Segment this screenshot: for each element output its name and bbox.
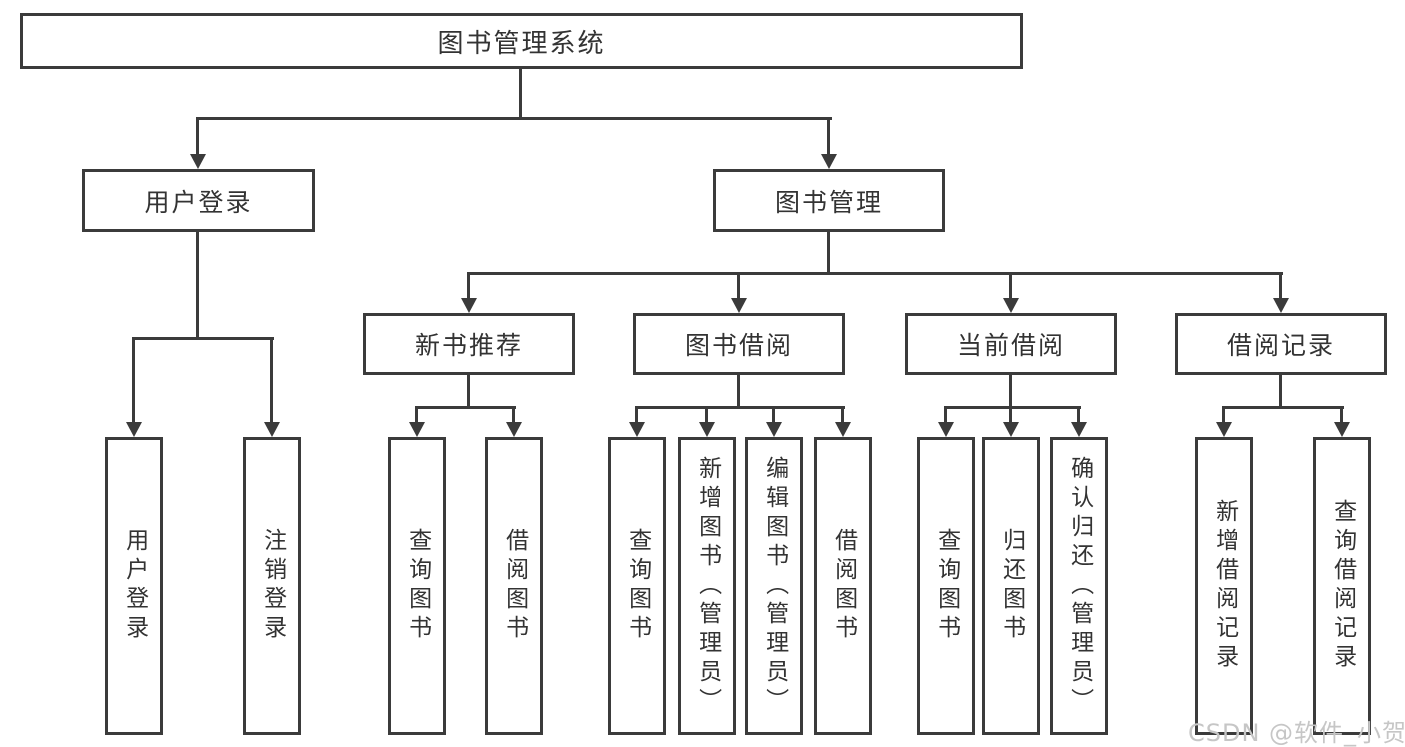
arrowhead-down-icon — [821, 154, 837, 169]
connector-line — [1009, 406, 1012, 424]
leaf-return-book: 归还图书 — [982, 437, 1040, 735]
connector-line — [467, 375, 470, 409]
arrowhead-down-icon — [506, 422, 522, 437]
arrowhead-down-icon — [190, 154, 206, 169]
connector-line — [944, 406, 947, 424]
arrowhead-down-icon — [1003, 298, 1019, 313]
connector-line — [705, 406, 708, 424]
node-user-login: 用户登录 — [82, 169, 315, 232]
connector-line — [132, 337, 135, 423]
arrowhead-down-icon — [938, 422, 954, 437]
arrowhead-down-icon — [1071, 422, 1087, 437]
leaf-edit-book-admin: 编辑图书（管理员） — [745, 437, 803, 735]
arrowhead-down-icon — [126, 422, 142, 437]
connector-line — [1279, 272, 1282, 300]
leaf-query-book-current: 查询图书 — [917, 437, 975, 735]
connector-line — [1009, 375, 1012, 409]
connector-line — [1077, 406, 1080, 424]
node-new-book-recommend: 新书推荐 — [363, 313, 575, 375]
connector-line — [1222, 406, 1344, 409]
node-root: 图书管理系统 — [20, 13, 1023, 69]
node-current-borrow: 当前借阅 — [905, 313, 1117, 375]
connector-line — [635, 406, 845, 409]
connector-line — [1009, 272, 1012, 300]
arrowhead-down-icon — [1003, 422, 1019, 437]
connector-line — [1222, 406, 1225, 424]
connector-line — [270, 337, 273, 423]
connector-line — [415, 406, 418, 424]
connector-line — [737, 375, 740, 409]
csdn-watermark: CSDN @软件_小贺同学 — [1188, 719, 1405, 747]
arrowhead-down-icon — [731, 298, 747, 313]
leaf-add-book-admin: 新增图书（管理员） — [678, 437, 736, 735]
connector-line — [635, 406, 638, 424]
connector-line — [467, 272, 1283, 275]
leaf-borrow-book: 借阅图书 — [814, 437, 872, 735]
arrowhead-down-icon — [766, 422, 782, 437]
connector-line — [1279, 375, 1282, 409]
connector-line — [467, 272, 470, 300]
node-book-borrow: 图书借阅 — [633, 313, 845, 375]
connector-line — [132, 337, 274, 340]
connector-line — [841, 406, 844, 424]
connector-line — [944, 406, 1081, 409]
arrowhead-down-icon — [1334, 422, 1350, 437]
arrowhead-down-icon — [699, 422, 715, 437]
leaf-user-login: 用户登录 — [105, 437, 163, 735]
connector-line — [197, 117, 832, 120]
leaf-query-book-recommend: 查询图书 — [388, 437, 446, 735]
connector-line — [415, 406, 516, 409]
arrowhead-down-icon — [835, 422, 851, 437]
leaf-query-borrow-record: 查询借阅记录 — [1313, 437, 1371, 735]
arrowhead-down-icon — [629, 422, 645, 437]
arrowhead-down-icon — [264, 422, 280, 437]
connector-line — [1340, 406, 1343, 424]
connector-line — [772, 406, 775, 424]
arrowhead-down-icon — [461, 298, 477, 313]
leaf-query-book-borrow: 查询图书 — [608, 437, 666, 735]
connector-line — [737, 272, 740, 300]
connector-line — [196, 232, 199, 337]
leaf-confirm-return-admin: 确认归还（管理员） — [1050, 437, 1108, 735]
arrowhead-down-icon — [1216, 422, 1232, 437]
node-borrow-records: 借阅记录 — [1175, 313, 1387, 375]
connector-line — [827, 117, 830, 155]
node-book-management: 图书管理 — [713, 169, 945, 232]
arrowhead-down-icon — [409, 422, 425, 437]
leaf-borrow-book-recommend: 借阅图书 — [485, 437, 543, 735]
connector-line — [512, 406, 515, 424]
connector-line — [827, 232, 830, 275]
connector-line — [196, 117, 199, 155]
connector-line — [519, 69, 522, 117]
leaf-logout: 注销登录 — [243, 437, 301, 735]
leaf-add-borrow-record: 新增借阅记录 — [1195, 437, 1253, 735]
arrowhead-down-icon — [1273, 298, 1289, 313]
